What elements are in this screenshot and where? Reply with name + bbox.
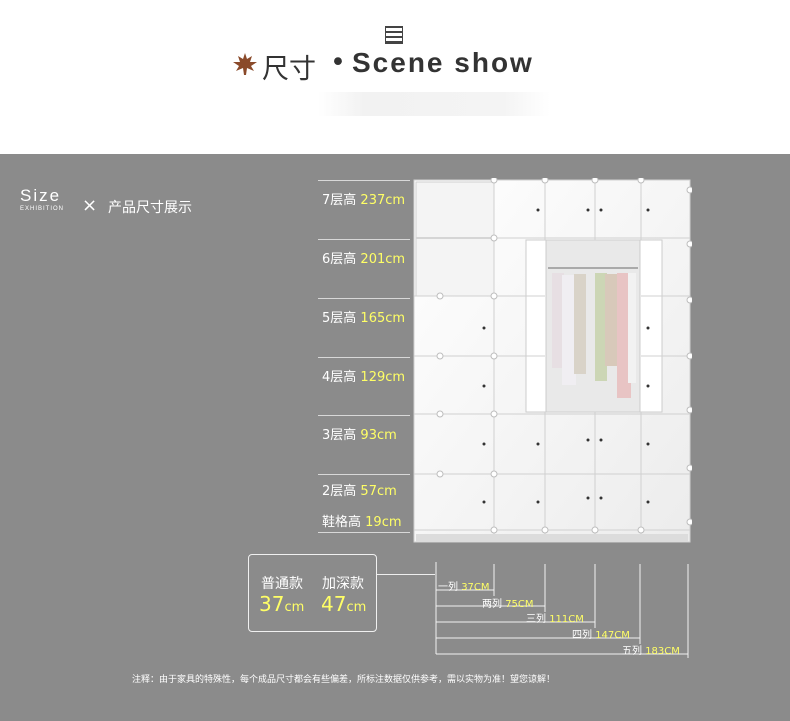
standard-depth-value: 37cm <box>259 592 305 616</box>
disclaimer-note: 注释：由于家具的特殊性，每个成品尺寸都会有些偏差，所标注数据仅供参考，需以实物为… <box>132 675 556 685</box>
level-line <box>318 357 410 358</box>
width-dimension-lines <box>435 562 689 658</box>
level-label-5: 5层高 165cm <box>322 311 406 326</box>
level-line <box>318 415 410 416</box>
col-width-4: 四列 147CM <box>572 630 630 641</box>
title-cn: 尺寸 <box>262 54 316 85</box>
level-line <box>318 239 410 240</box>
section-subtitle: 产品尺寸展示 <box>108 200 192 216</box>
level-label-7: 7层高 237cm <box>322 193 406 208</box>
exhibition-subheading: EXHIBITION <box>20 206 65 212</box>
deep-depth-value: 47cm <box>321 592 367 616</box>
depth-info-box <box>248 554 377 632</box>
deep-depth-label: 加深款 <box>322 576 364 592</box>
size-heading: Size <box>20 186 62 205</box>
level-label-6: 6层高 201cm <box>322 252 406 267</box>
header-area: 尺寸 • Scene show <box>0 0 790 154</box>
grid-icon <box>385 26 403 44</box>
standard-depth-label: 普通款 <box>261 576 303 592</box>
maple-leaf-icon <box>233 53 257 75</box>
level-line <box>318 474 410 475</box>
blurred-subtitle <box>318 92 550 116</box>
col-width-2: 两列 75CM <box>482 599 534 610</box>
level-line <box>318 532 410 533</box>
level-line <box>318 298 410 299</box>
level-label-4: 4层高 129cm <box>322 370 406 385</box>
title-separator: • <box>330 47 346 78</box>
col-width-3: 三列 111CM <box>526 614 584 625</box>
depth-connector-line <box>377 574 435 575</box>
title-en: Scene show <box>352 47 534 78</box>
cross-separator: × <box>82 195 98 216</box>
level-label-3: 3层高 93cm <box>322 428 397 443</box>
level-label-2: 2层高 57cm <box>322 484 397 499</box>
wardrobe-illustration <box>413 178 692 543</box>
col-width-5: 五列 183CM <box>622 646 680 657</box>
col-width-1: 一列 37CM <box>438 582 490 593</box>
level-line <box>318 180 410 181</box>
level-label-shoe: 鞋格高 19cm <box>322 515 402 530</box>
